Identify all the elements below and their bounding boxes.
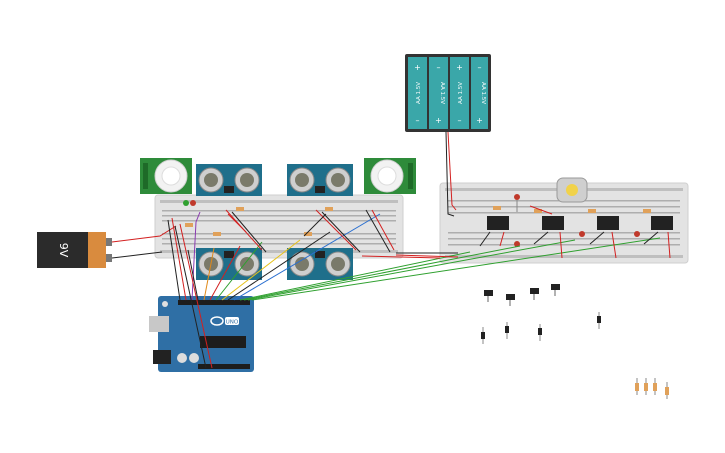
battery-cell-minus: –	[437, 63, 441, 72]
battery-cell-plus: +	[476, 116, 483, 125]
battery-cell-label: AA 1.5V	[480, 82, 486, 104]
resistor	[493, 206, 501, 210]
loose-resistor	[665, 382, 669, 399]
loose-transistor	[484, 290, 493, 302]
resistor	[185, 223, 193, 227]
wires	[111, 131, 671, 369]
loose-diode	[505, 322, 509, 339]
ultrasonic-sensor	[287, 164, 353, 196]
led-red	[579, 231, 585, 237]
battery-9v: 9V	[37, 232, 112, 268]
resistor	[213, 232, 221, 236]
ic-chip	[651, 216, 673, 230]
ic-chip	[597, 216, 619, 230]
led-red	[514, 241, 520, 247]
resistor	[236, 207, 244, 211]
loose-diode	[481, 327, 485, 344]
battery-cell: – + AA 1.5V	[429, 57, 448, 129]
battery-9v-label: 9V	[57, 243, 70, 258]
battery-cell: + – AA 1.5V	[408, 57, 427, 129]
dc-motor	[556, 177, 588, 203]
battery-cell-plus: +	[435, 116, 442, 125]
battery-cell: – + AA 1.5V	[471, 57, 488, 129]
battery-cell-label: AA 1.5V	[416, 82, 422, 104]
loose-diode	[597, 312, 601, 329]
led-red	[514, 194, 520, 212]
led-red	[634, 231, 640, 237]
led-green	[183, 200, 189, 206]
loose-transistor	[506, 294, 515, 306]
pir-sensor-right	[364, 158, 416, 194]
loose-resistor	[644, 378, 648, 395]
ultrasonic-sensor	[196, 248, 262, 280]
ultrasonic-sensor	[287, 248, 353, 280]
breadboard-left	[154, 194, 404, 259]
battery-cell-plus: +	[456, 63, 463, 72]
battery-cell-minus: –	[416, 116, 420, 125]
battery-cell: + – AA 1.5V	[450, 57, 469, 129]
resistor	[304, 232, 312, 236]
ic-chip	[542, 216, 564, 230]
loose-transistor	[551, 284, 560, 296]
battery-cell-plus: +	[414, 63, 421, 72]
pir-sensor-left	[140, 158, 192, 194]
resistor	[534, 209, 542, 213]
battery-cell-label: AA 1.5V	[458, 82, 464, 104]
battery-cell-label: AA 1.5V	[439, 82, 445, 104]
aa-battery-pack: + – AA 1.5V – + AA 1.5V + – AA 1.5V – + …	[405, 54, 491, 132]
resistor	[588, 209, 596, 213]
arduino-logo-label: UNO	[226, 320, 239, 326]
loose-resistor	[653, 378, 657, 395]
battery-cell-minus: –	[478, 63, 482, 72]
loose-resistor	[635, 378, 639, 395]
led-red	[190, 200, 196, 206]
breadboard-left-holes	[162, 210, 396, 245]
loose-diode	[538, 324, 542, 341]
arduino-uno: UNO	[149, 296, 254, 372]
resistor	[643, 209, 651, 213]
resistor	[325, 207, 333, 211]
battery-cell-minus: –	[458, 116, 462, 125]
ultrasonic-sensor	[196, 164, 262, 196]
loose-transistor	[530, 288, 539, 300]
ic-chip	[487, 216, 509, 230]
